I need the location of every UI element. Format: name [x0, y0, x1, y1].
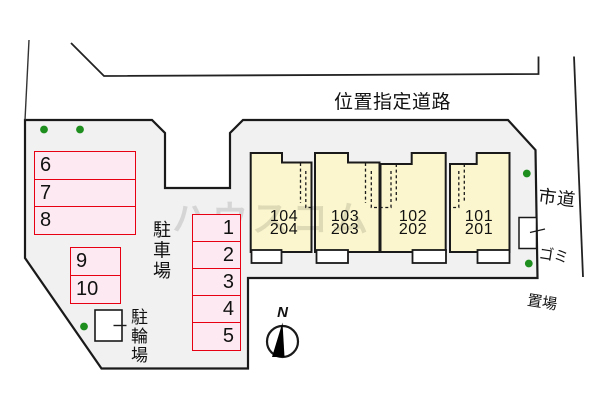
tree-marker — [524, 259, 533, 268]
parking-block-9-10: 9 10 — [70, 247, 121, 304]
north-arrow-icon — [265, 322, 300, 359]
tree-marker — [76, 125, 84, 134]
parking-space-5: 5 — [192, 322, 241, 351]
garbage-area-label-line2: 置場 — [525, 292, 559, 314]
road-line-west — [24, 39, 30, 121]
unit-number-2f: 204 — [269, 220, 299, 238]
road-line-north — [70, 42, 540, 77]
porch-unit-102 — [411, 249, 447, 264]
stairs-dashed-unit-104 — [299, 163, 312, 209]
bicycle-area-label: 駐輪場 — [128, 308, 147, 365]
parking-space-7: 7 — [34, 178, 136, 208]
unit-number-1f: 102 — [398, 208, 428, 225]
unit-label-101-201: 101 201 — [450, 208, 508, 238]
porch-unit-103 — [315, 249, 349, 264]
designated-road-label: 位置指定道路 — [334, 92, 452, 113]
parking-space-3: 3 — [192, 268, 241, 297]
unit-number-2f: 203 — [330, 220, 360, 238]
unit-number-2f: 201 — [464, 220, 494, 238]
parking-space-2: 2 — [192, 241, 241, 270]
unit-label-104-204: 104 204 — [255, 208, 313, 238]
parking-space-8: 8 — [34, 206, 136, 235]
parking-space-6: 6 — [34, 151, 136, 180]
building-outline — [249, 152, 511, 264]
parking-block-6-8: 6 7 8 — [34, 151, 136, 235]
north-label: N — [277, 304, 288, 321]
parking-area-label: 駐車場 — [151, 220, 171, 282]
parking-space-4: 4 — [192, 295, 241, 324]
tree-markers — [40, 125, 533, 331]
garbage-area-label-line1: ゴミ — [537, 245, 570, 267]
stairs-dashed-unit-101 — [450, 164, 465, 209]
unit-label-103-203: 103 203 — [316, 208, 374, 238]
city-road-label: 市道 — [537, 185, 578, 211]
tree-marker — [40, 125, 48, 134]
unit-number-1f: 104 — [269, 208, 299, 225]
porch-unit-104 — [250, 249, 283, 264]
unit-number-1f: 103 — [330, 208, 360, 225]
parking-space-1: 1 — [192, 214, 241, 243]
unit-number-1f: 101 — [464, 208, 494, 225]
parking-block-1-5: 1 2 3 4 5 — [192, 214, 241, 351]
parking-space-10: 10 — [70, 274, 121, 304]
stairs-dashed-unit-103 — [364, 163, 380, 209]
tree-marker — [80, 322, 88, 331]
porch-unit-101 — [476, 249, 511, 264]
unit-103-outline — [314, 152, 381, 253]
unit-number-2f: 202 — [398, 220, 428, 238]
garbage-leader-line — [529, 228, 546, 234]
unit-label-102-202: 102 202 — [384, 208, 442, 238]
road-line-east — [573, 56, 584, 278]
garbage-box — [518, 216, 538, 250]
parking-space-9: 9 — [70, 247, 121, 277]
stairs-dashed-unit-102 — [380, 164, 397, 209]
tree-marker — [522, 169, 531, 178]
compass-needle — [272, 322, 285, 357]
